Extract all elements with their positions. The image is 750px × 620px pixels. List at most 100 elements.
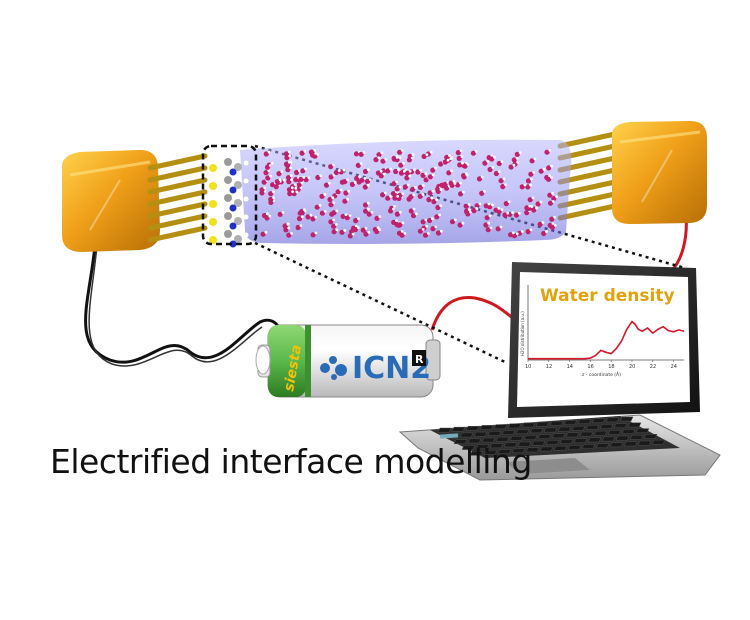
hydrogen-atom: [553, 215, 556, 219]
hydrogen-atom: [486, 159, 490, 163]
oxygen-atom: [333, 169, 339, 176]
rod: [557, 179, 618, 197]
hydrogen-atom: [421, 193, 425, 196]
key: [479, 425, 494, 430]
hydrogen-atom: [439, 188, 443, 192]
hydrogen-atom: [380, 151, 384, 155]
x-tick-label: 16: [587, 364, 593, 370]
hydrogen-atom: [488, 214, 492, 218]
hydrogen-atom: [332, 201, 336, 205]
oxygen-atom: [417, 228, 423, 234]
hydrogen-atom: [288, 154, 292, 158]
hydrogen-atom: [425, 224, 429, 228]
hydrogen-atom: [400, 230, 404, 233]
oxygen-atom: [342, 198, 348, 204]
key: [609, 442, 624, 448]
key: [605, 417, 620, 423]
oxygen-atom: [444, 154, 450, 160]
right-electrode-icon: [611, 121, 707, 225]
hydrogen-atom: [331, 196, 335, 200]
hydrogen-atom: [243, 196, 249, 202]
hydrogen-atom: [462, 190, 465, 194]
oxygen-atom: [373, 157, 379, 163]
oxygen-atom: [374, 215, 380, 221]
hydrogen-atom: [282, 178, 286, 182]
hydrogen-atom: [516, 161, 520, 164]
oxygen-atom: [420, 219, 426, 225]
oxygen-atom: [353, 151, 360, 157]
key: [537, 434, 552, 439]
hydrogen-atom: [401, 192, 405, 196]
hydrogen-atom: [342, 168, 346, 172]
key: [635, 428, 650, 434]
hydrogen-atom: [450, 169, 453, 173]
key: [511, 448, 526, 454]
hydrogen-atom: [487, 202, 491, 206]
oxygen-atom: [449, 182, 455, 188]
oxygen-atom: [347, 233, 353, 239]
left-rods: [147, 153, 208, 243]
key: [509, 436, 524, 441]
key: [615, 435, 630, 441]
oxygen-atom: [457, 162, 463, 168]
oxygen-atom: [544, 174, 550, 181]
oxygen-atom: [343, 190, 349, 196]
oxygen-atom: [331, 229, 337, 235]
hydrogen-atom: [332, 173, 336, 177]
oxygen-atom: [485, 227, 491, 233]
oxygen-atom: [284, 155, 290, 161]
hydrogen-atom: [480, 175, 484, 179]
rod: [147, 165, 208, 183]
hydrogen-atom: [465, 173, 469, 177]
oxygen-atom: [483, 203, 489, 209]
rod: [147, 213, 208, 231]
hydrogen-atom: [431, 217, 434, 221]
oxygen-atom: [298, 176, 304, 182]
oxygen-atom: [355, 162, 361, 168]
hydrogen-atom: [300, 215, 304, 219]
oxygen-atom: [427, 174, 433, 180]
hydrogen-atom: [307, 176, 311, 180]
hydrogen-atom: [520, 230, 524, 233]
oxygen-atom: [410, 213, 417, 219]
oxygen-atom: [487, 166, 493, 173]
hydrogen-atom: [366, 168, 370, 172]
hydrogen-atom: [421, 228, 425, 231]
hydrogen-atom: [531, 196, 535, 200]
hydrogen-atom: [542, 168, 546, 171]
oxygen-atom: [435, 230, 442, 236]
oxygen-atom: [362, 168, 369, 175]
hydrogen-atom: [346, 198, 350, 201]
hydrogen-atom: [512, 163, 516, 167]
hydrogen-atom: [469, 210, 472, 214]
hydrogen-atom: [368, 178, 372, 182]
oxygen-atom: [328, 202, 334, 208]
oxygen-atom: [493, 207, 499, 213]
hydrogen-atom: [384, 158, 388, 161]
key: [563, 420, 578, 425]
oxygen-atom: [259, 187, 265, 193]
hydrogen-atom: [431, 173, 435, 177]
hydrogen-atom: [408, 169, 412, 173]
battery-icon: siesta ICN2 R: [255, 324, 441, 398]
hydrogen-atom: [291, 190, 294, 194]
interface-molecules: [209, 158, 249, 248]
carbon-atom: [234, 181, 242, 189]
hydrogen-atom: [529, 177, 533, 181]
oxygen-atom: [264, 164, 271, 170]
key: [523, 435, 538, 440]
hydrogen-atom: [265, 212, 269, 216]
oxygen-atom: [511, 233, 518, 239]
oxygen-atom: [300, 168, 306, 174]
hydrogen-atom: [398, 185, 402, 189]
key: [619, 416, 634, 422]
oxygen-atom: [496, 160, 502, 167]
hydrogen-atom: [411, 153, 415, 157]
hydrogen-atom: [335, 223, 338, 226]
key: [487, 431, 502, 436]
black-cable-2: [88, 244, 263, 367]
oxygen-atom: [362, 184, 368, 190]
oxygen-atom: [398, 162, 404, 168]
oxygen-atom: [268, 196, 274, 202]
oxygen-atom: [310, 232, 316, 238]
